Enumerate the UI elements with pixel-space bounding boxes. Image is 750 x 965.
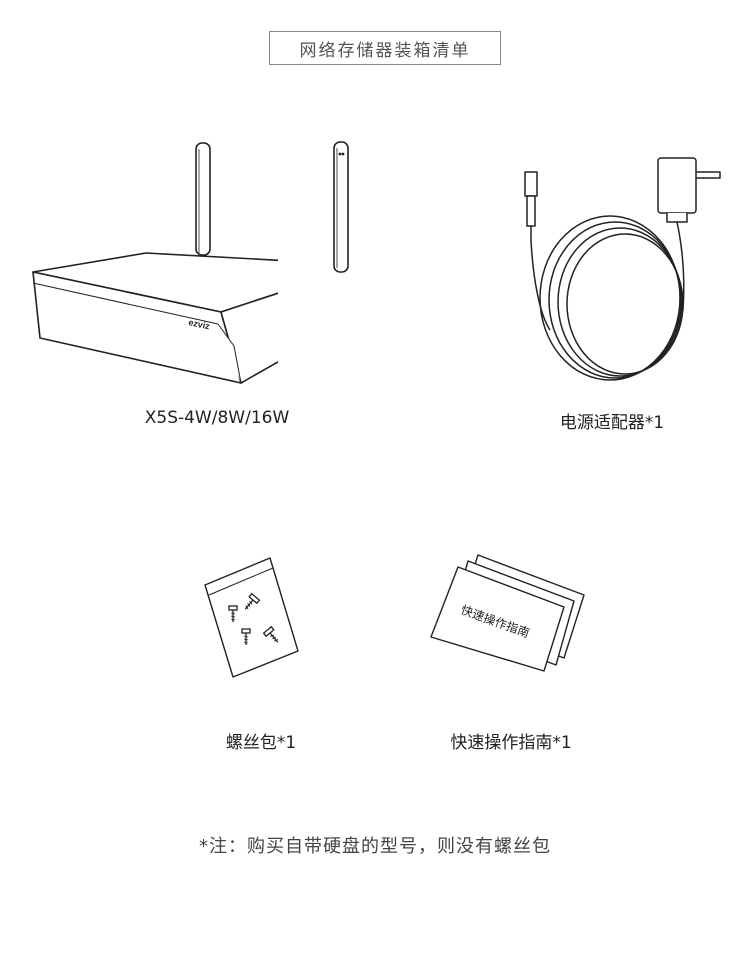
antenna-left bbox=[195, 142, 211, 256]
item-label-power-adapter: 电源适配器*1 bbox=[559, 413, 665, 433]
page-title: 网络存储器装箱清单 bbox=[269, 31, 501, 65]
item-label-quick-guide: 快速操作指南*1 bbox=[450, 733, 572, 753]
item-label-nvr: X5S-4W/8W/16W bbox=[144, 408, 290, 428]
ezviz-logo: ezviz bbox=[188, 317, 212, 331]
nvr-device-image: ezviz bbox=[32, 142, 278, 384]
adapter-body bbox=[657, 157, 697, 214]
power-adapter-image bbox=[524, 157, 721, 381]
footnote: *注：购买自带硬盘的型号，则没有螺丝包 bbox=[199, 836, 551, 857]
dc-plug bbox=[524, 171, 538, 197]
quick-guide-image: 快速操作指南 bbox=[430, 554, 585, 672]
screw-pack-image bbox=[204, 557, 299, 678]
screws bbox=[228, 592, 279, 645]
item-label-screw-pack: 螺丝包*1 bbox=[225, 733, 297, 753]
antenna-right-image bbox=[333, 141, 349, 273]
